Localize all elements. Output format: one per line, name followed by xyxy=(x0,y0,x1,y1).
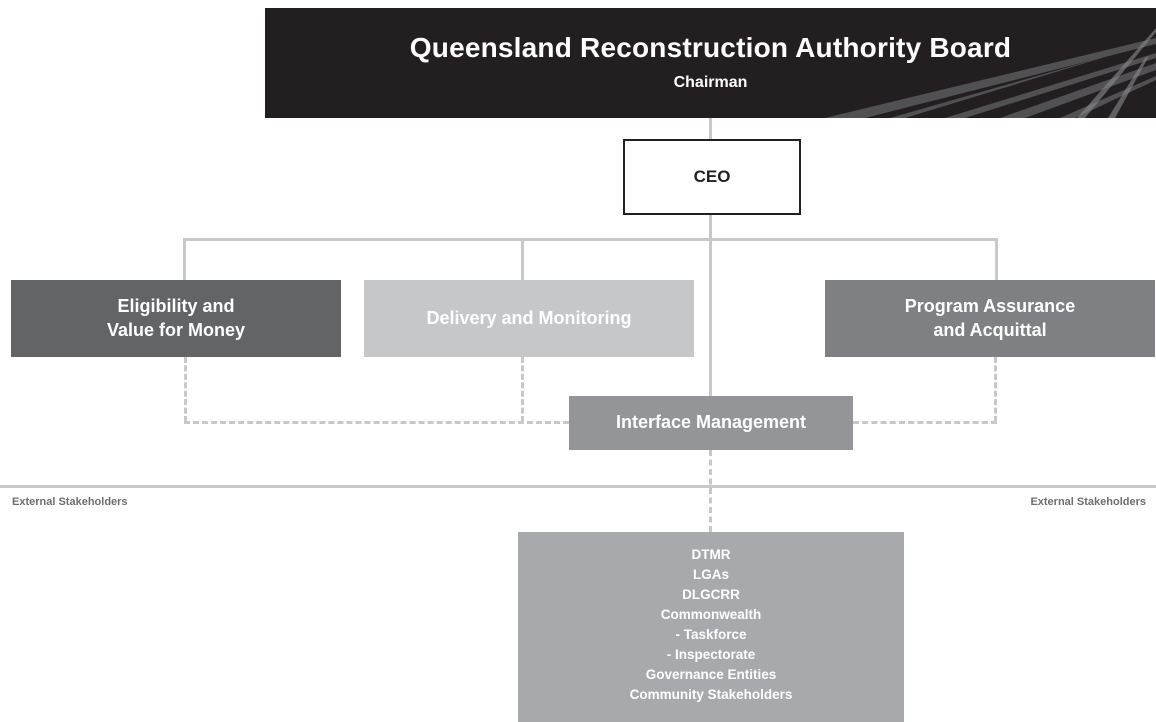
external-stakeholders-left-label: External Stakeholders xyxy=(12,496,128,508)
delivery-label: Delivery and Monitoring xyxy=(426,307,632,328)
connector-assurance-drop xyxy=(995,238,998,280)
dashed-delivery-down xyxy=(521,357,524,422)
interface-label: Interface Management xyxy=(615,412,807,433)
board-banner: Queensland Reconstruction Authority Boar… xyxy=(265,8,1156,118)
stakeholder-item: Commonwealth xyxy=(660,607,762,622)
board-title: Queensland Reconstruction Authority Boar… xyxy=(409,32,1012,63)
assurance-label-line2: and Acquittal xyxy=(933,319,1047,340)
interface-box: Interface Management xyxy=(569,396,853,450)
stakeholder-item: DLGCRR xyxy=(682,587,740,602)
stakeholder-item: LGAs xyxy=(692,567,729,582)
connector-eligibility-drop xyxy=(183,238,186,280)
stakeholder-item: Community Stakeholders xyxy=(629,687,793,702)
dashed-assurance-down xyxy=(994,357,997,422)
eligibility-label-line2: Value for Money xyxy=(106,319,246,340)
external-divider xyxy=(0,485,1156,488)
external-stakeholders-right-label: External Stakeholders xyxy=(1030,496,1146,508)
board-subtitle: Chairman xyxy=(673,74,748,91)
dashed-left-to-interface xyxy=(184,421,569,424)
stakeholder-item: DTMR xyxy=(691,547,731,562)
assurance-label-line1: Program Assurance xyxy=(904,296,1076,317)
stakeholders-box: DTMR LGAs DLGCRR Commonwealth - Taskforc… xyxy=(518,532,904,722)
connector-delivery-drop xyxy=(521,238,524,280)
stakeholder-item: - Taskforce xyxy=(675,627,747,642)
eligibility-box: Eligibility and Value for Money xyxy=(11,280,341,357)
ceo-box: CEO xyxy=(623,139,801,215)
stakeholder-item: - Inspectorate xyxy=(666,647,756,662)
dashed-interface-to-stakeholders xyxy=(709,450,712,532)
assurance-box: Program Assurance and Acquittal xyxy=(825,280,1155,357)
delivery-box: Delivery and Monitoring xyxy=(364,280,694,357)
connector-board-ceo xyxy=(709,118,712,139)
connector-ceo-interface xyxy=(709,215,712,396)
dashed-interface-to-right xyxy=(853,421,997,424)
eligibility-label-line1: Eligibility and xyxy=(117,296,235,317)
ceo-label: CEO xyxy=(693,166,731,186)
connector-horizontal-bar xyxy=(183,238,998,241)
stakeholder-item: Governance Entities xyxy=(645,667,777,682)
banner-rays-decoration xyxy=(825,28,1156,118)
dashed-eligibility-down xyxy=(184,357,187,422)
